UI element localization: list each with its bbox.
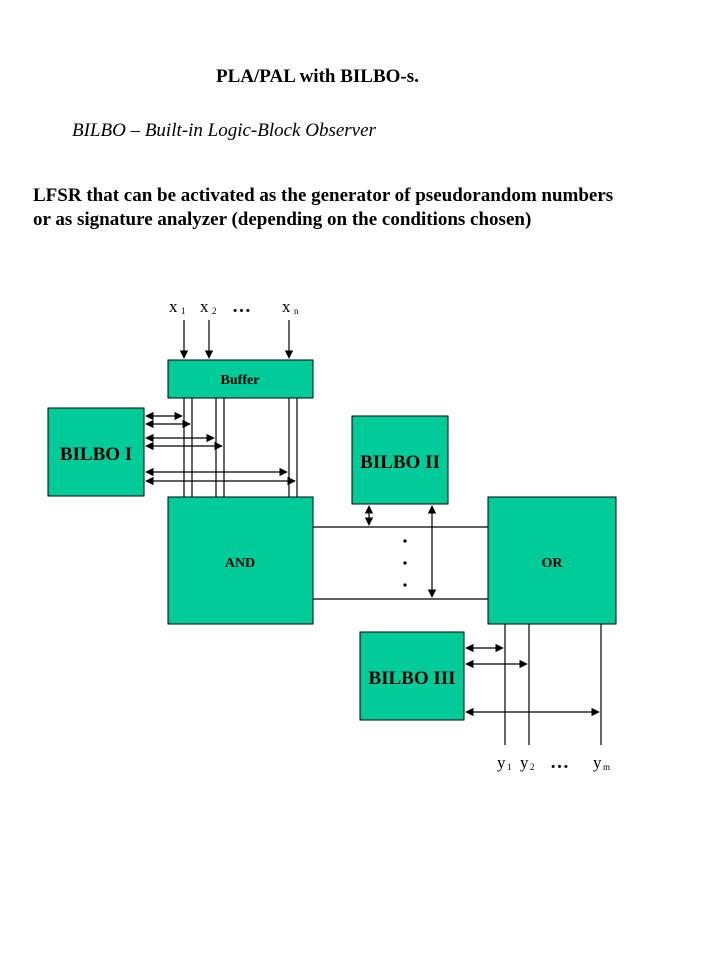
or-output-lines (504, 624, 602, 745)
input-xn-label: x (282, 297, 291, 316)
dot-1 (403, 539, 407, 543)
bilbo-1-block: BILBO I (47, 407, 145, 497)
bilbo-2-rect (351, 415, 449, 505)
input-xn-subscript: n (294, 306, 299, 316)
or-block: OR (487, 496, 617, 625)
buffer-label: Buffer (221, 373, 260, 388)
bilbo-1-rect (47, 407, 145, 497)
bilbo-2-block: BILBO II (351, 415, 449, 505)
dot-2 (403, 561, 407, 565)
description-line-1: LFSR that can be activated as the genera… (33, 185, 614, 206)
output-y2-label: y (520, 753, 529, 772)
buffer-block: Buffer (167, 359, 314, 399)
bilbo-3-label: BILBO III (368, 668, 455, 689)
description-line-2: or as signature analyzer (depending on t… (33, 209, 532, 230)
output-y2-subscript: 2 (530, 762, 535, 772)
dot-3 (403, 583, 407, 587)
bilbo-2-label: BILBO II (360, 452, 440, 473)
input-x2-subscript: 2 (212, 306, 217, 316)
output-labels: y 1 y 2 … y m (497, 752, 610, 773)
buffer-to-and-lines (183, 398, 298, 497)
bilbo-1-arrows (145, 411, 296, 486)
and-rect (167, 496, 314, 625)
input-x1-subscript: 1 (181, 306, 186, 316)
and-or-lines (313, 526, 488, 600)
output-y1-label: y (497, 753, 506, 772)
and-block: AND (167, 496, 314, 625)
bilbo-2-arrows (364, 505, 437, 598)
and-label: AND (225, 556, 255, 571)
output-ym-label: y (593, 753, 602, 772)
output-ym-subscript: m (603, 762, 610, 772)
bilbo-3-arrows (465, 643, 600, 717)
input-ellipsis: … (232, 296, 251, 317)
input-arrows (179, 320, 294, 359)
or-rect (487, 496, 617, 625)
input-x1-label: x (169, 297, 178, 316)
input-labels: x 1 x 2 … x n (169, 296, 299, 317)
or-label: OR (542, 556, 564, 571)
output-y1-subscript: 1 (507, 762, 512, 772)
description: LFSR that can be activated as the genera… (33, 184, 713, 232)
bilbo-3-block: BILBO III (359, 631, 465, 721)
page-title: PLA/PAL with BILBO-s. (216, 66, 419, 87)
page-subtitle: BILBO – Built-in Logic-Block Observer (72, 120, 376, 141)
output-ellipsis: … (550, 752, 569, 773)
bilbo-3-rect (359, 631, 465, 721)
bilbo-1-label: BILBO I (60, 444, 132, 465)
buffer-rect (167, 359, 314, 399)
input-x2-label: x (200, 297, 209, 316)
